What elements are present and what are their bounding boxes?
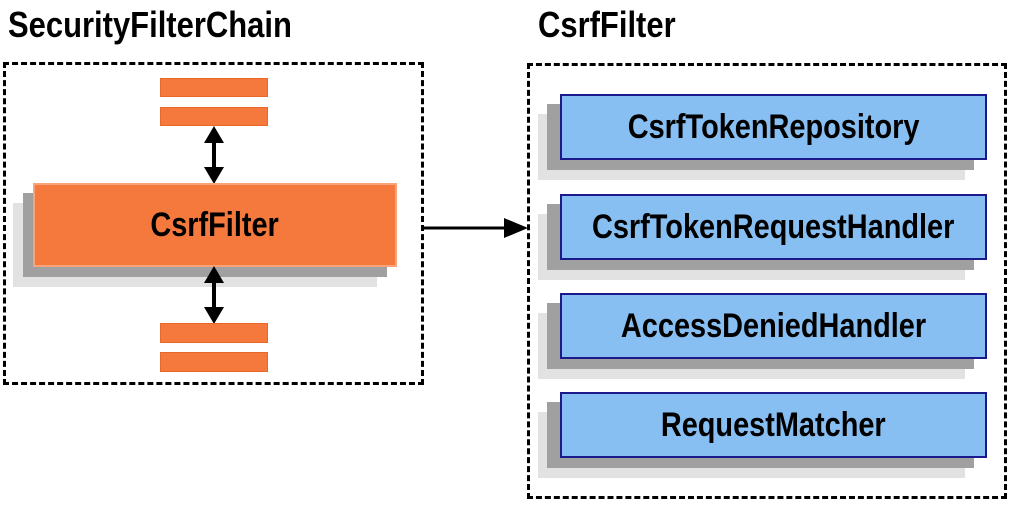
csrf-filter-box-label: CsrfFilter	[150, 205, 280, 244]
csrf-filter-frame	[527, 63, 1007, 499]
filter-chain-bar-top-2	[160, 107, 268, 126]
double-arrow-icon-top	[204, 126, 224, 184]
right-arrow-icon	[423, 218, 528, 238]
access-denied-handler-box: AccessDeniedHandler	[560, 293, 987, 359]
request-matcher-label: RequestMatcher	[661, 405, 886, 444]
filter-chain-bar-bottom-1	[160, 323, 268, 343]
request-matcher-box: RequestMatcher	[560, 392, 987, 458]
csrf-token-repository-label: CsrfTokenRepository	[627, 107, 920, 146]
csrf-token-repository-box: CsrfTokenRepository	[560, 94, 987, 160]
csrf-token-request-handler-label: CsrfTokenRequestHandler	[592, 207, 955, 246]
access-denied-handler-label: AccessDeniedHandler	[620, 306, 927, 345]
security-filter-chain-title-text: SecurityFilterChain	[8, 4, 292, 45]
filter-chain-bar-bottom-2	[160, 352, 268, 372]
double-arrow-icon-bottom	[204, 266, 224, 324]
security-filter-chain-frame	[3, 62, 424, 385]
csrf-filter-panel-title-text: CsrfFilter	[538, 4, 676, 45]
csrf-token-request-handler-box: CsrfTokenRequestHandler	[560, 194, 987, 260]
csrf-filter-panel-title: CsrfFilter	[538, 4, 698, 46]
filter-chain-bar-top-1	[160, 78, 268, 97]
csrf-filter-box: CsrfFilter	[33, 183, 397, 267]
security-filter-chain-title: SecurityFilterChain	[8, 4, 338, 46]
